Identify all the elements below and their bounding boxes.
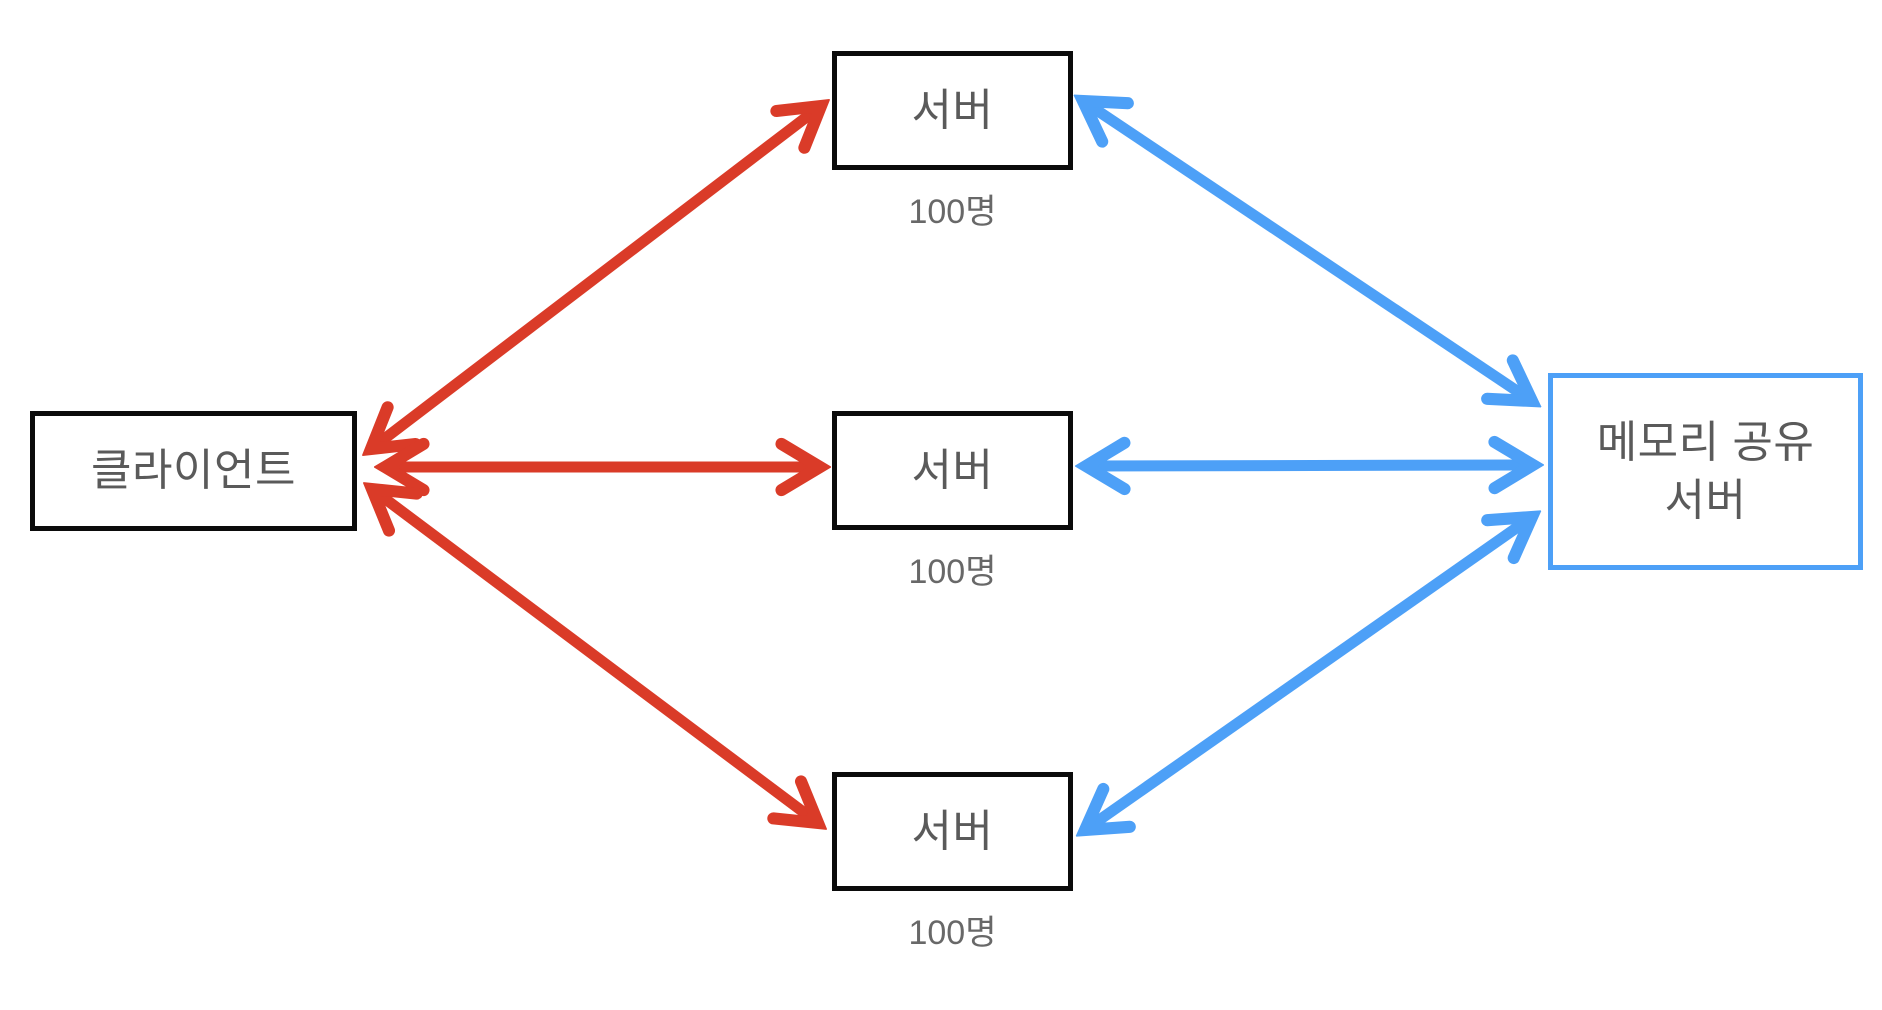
server-mid-count-label: 100명 — [908, 553, 997, 591]
node-client: 클라이언트 — [30, 411, 357, 531]
node-server-bottom-label-text: 서버 — [911, 806, 994, 856]
server-top-count-label: 100명 — [908, 193, 997, 231]
arrow-client-server-bottom — [372, 489, 818, 823]
arrow-server-bottom-memory — [1085, 517, 1532, 830]
node-server-top-label: 서버 — [911, 85, 994, 135]
node-memory-label-line1: 메모리 공유 — [1596, 418, 1815, 468]
node-server-mid: 서버 — [832, 411, 1073, 530]
arrow-server-mid-memory — [1086, 465, 1533, 466]
node-server-top: 서버 — [832, 51, 1073, 170]
arrow-server-top-memory — [1083, 101, 1532, 401]
node-memory-label: 메모리 공유 서버 — [1597, 414, 1815, 528]
node-server-bottom: 서버 — [832, 772, 1073, 891]
node-server-mid-label: 서버 — [911, 445, 994, 495]
node-memory-share-server: 메모리 공유 서버 — [1548, 373, 1863, 570]
node-client-label: 클라이언트 — [91, 446, 296, 496]
node-memory-label-line2: 서버 — [1664, 475, 1747, 525]
arrow-client-server-top — [371, 106, 821, 449]
server-bottom-count-label: 100명 — [908, 914, 997, 952]
